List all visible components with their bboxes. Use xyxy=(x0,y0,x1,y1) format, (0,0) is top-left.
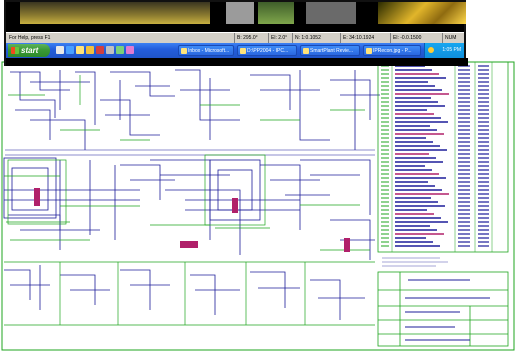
window-thumbnail xyxy=(258,2,294,24)
north-readout: N: 1:0.1052 xyxy=(292,33,321,43)
window-thumbnail xyxy=(226,2,254,24)
taskbar-item-ipc[interactable]: D:\PP2004 - IPC... xyxy=(237,45,297,56)
app-icon[interactable] xyxy=(106,46,114,54)
media-icon[interactable] xyxy=(96,46,104,54)
windows-flag-icon xyxy=(11,47,19,54)
num-lock-indicator: NUM xyxy=(442,33,456,43)
folder-icon xyxy=(240,48,246,54)
image-thumbnail xyxy=(378,2,466,24)
taskbar-item-inbox[interactable]: Inbox - Microsoft... xyxy=(178,45,234,56)
system-tray: 1:05 PM xyxy=(424,43,464,58)
taskbar-item-image[interactable]: IPRecon.jpg - P... xyxy=(363,45,421,56)
mail-icon[interactable] xyxy=(76,46,84,54)
smartplant-icon xyxy=(303,48,309,54)
taskbar-item-smartplant[interactable]: SmartPlant Revie... xyxy=(300,45,360,56)
elevation-readout: El: 2.0° xyxy=(268,33,287,43)
task-label: D:\PP2004 - IPC... xyxy=(247,48,289,54)
browser-icon[interactable] xyxy=(66,46,74,54)
window-thumbnail xyxy=(306,2,356,24)
app-icon[interactable] xyxy=(126,46,134,54)
start-label: start xyxy=(21,46,39,55)
wallpaper-thumbnail xyxy=(20,2,210,24)
task-label: Inbox - Microsoft... xyxy=(188,48,230,54)
help-text: For Help, press F1 xyxy=(9,35,51,41)
clock: 1:05 PM xyxy=(442,47,461,53)
bearing-readout: B: 295.0° xyxy=(234,33,258,43)
network-icon[interactable] xyxy=(428,47,434,53)
taskbar: start Inbox - Microsoft... D:\PP2004 - I… xyxy=(6,43,464,58)
outlook-icon xyxy=(181,48,187,54)
app-icon[interactable] xyxy=(116,46,124,54)
desktop-icon[interactable] xyxy=(56,46,64,54)
elevation2-readout: El: -0.0.1500 xyxy=(390,33,421,43)
east-readout: E: 34:10.1924 xyxy=(340,33,374,43)
screen-bezel xyxy=(6,58,468,66)
task-label: IPRecon.jpg - P... xyxy=(373,48,412,54)
start-button[interactable]: start xyxy=(8,44,50,57)
desktop-screenshot: For Help, press F1 B: 295.0° El: 2.0° N:… xyxy=(4,0,468,66)
task-label: SmartPlant Revie... xyxy=(310,48,354,54)
image-icon xyxy=(366,48,372,54)
status-bar: For Help, press F1 B: 295.0° El: 2.0° N:… xyxy=(6,32,464,43)
folder-icon[interactable] xyxy=(86,46,94,54)
